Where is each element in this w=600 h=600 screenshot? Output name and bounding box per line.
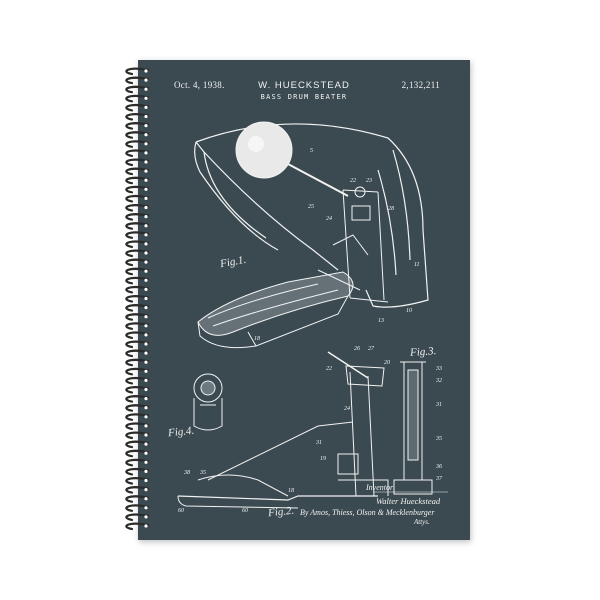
svg-text:24: 24 xyxy=(344,405,350,412)
svg-text:36: 36 xyxy=(435,464,442,470)
svg-text:19: 19 xyxy=(320,456,326,462)
svg-text:22: 22 xyxy=(350,178,356,184)
svg-text:5: 5 xyxy=(310,148,313,154)
svg-text:20: 20 xyxy=(384,360,390,366)
attorneys-signature: By Amos, Thiess, Olson & Mecklenburger xyxy=(300,508,435,517)
svg-text:60: 60 xyxy=(242,508,248,514)
bass-drum-shell xyxy=(194,123,429,308)
svg-text:23: 23 xyxy=(366,178,372,184)
svg-text:38: 38 xyxy=(183,470,190,476)
detail-fig4 xyxy=(193,373,223,431)
svg-text:37: 37 xyxy=(435,476,443,482)
svg-text:31: 31 xyxy=(315,440,322,446)
svg-text:25: 25 xyxy=(308,204,314,210)
upright-fig3 xyxy=(393,361,433,495)
svg-text:35: 35 xyxy=(435,436,442,442)
beater-ball-icon xyxy=(235,121,349,197)
pedal-stand-fig1 xyxy=(317,186,389,303)
svg-text:26: 26 xyxy=(354,346,360,352)
pedal-side-fig2 xyxy=(177,351,389,509)
svg-text:11: 11 xyxy=(414,262,420,268)
footboard-fig1 xyxy=(197,271,354,349)
svg-text:10: 10 xyxy=(406,308,412,314)
patent-drawing: 5 22 23 25 28 24 11 10 18 13 xyxy=(177,121,448,514)
patent-date: Oct. 4, 1938. xyxy=(174,80,225,90)
patent-title: BASS DRUM BEATER xyxy=(260,93,348,101)
svg-text:35: 35 xyxy=(199,470,206,476)
svg-text:27: 27 xyxy=(368,346,375,352)
figure-label-3: Fig.3. xyxy=(409,345,437,359)
part-labels-fig1: 5 22 23 25 28 24 11 10 18 13 xyxy=(254,148,420,342)
svg-text:18: 18 xyxy=(288,488,294,494)
svg-text:32: 32 xyxy=(435,378,442,384)
inventor-signature: Walter Hueckstead xyxy=(376,496,441,506)
svg-text:28: 28 xyxy=(388,206,394,212)
svg-text:22: 22 xyxy=(326,366,332,372)
attorneys-suffix: Attys. xyxy=(414,518,430,526)
svg-text:13: 13 xyxy=(378,318,384,324)
svg-text:33: 33 xyxy=(435,366,442,372)
patent-inventor-header: W. HUECKSTEAD xyxy=(258,80,350,91)
spiral-notebook-cover: Oct. 4, 1938. W. HUECKSTEAD 2,132,211 BA… xyxy=(138,60,470,540)
part-labels-fig2: 26 27 20 22 24 31 19 38 35 60 60 18 33 32 31 35 36 3… xyxy=(178,346,443,514)
inventor-label: Inventor xyxy=(366,483,394,492)
svg-text:60: 60 xyxy=(178,508,184,514)
svg-text:24: 24 xyxy=(326,215,332,222)
patent-number: 2,132,211 xyxy=(401,80,440,90)
svg-text:31: 31 xyxy=(435,402,442,408)
svg-text:18: 18 xyxy=(254,336,260,342)
